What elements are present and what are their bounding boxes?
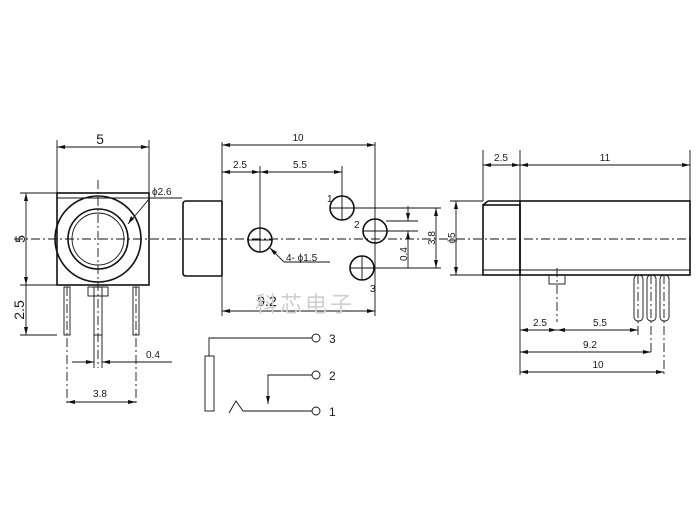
front-height-label: 5: [12, 235, 28, 243]
front-width-label: 5: [96, 131, 104, 147]
footprint-body-outline: [182, 200, 222, 277]
terminal-1-label: 1: [329, 405, 336, 419]
front-pin-tab: [87, 286, 109, 297]
footprint-pin-2-label: 2: [354, 220, 360, 231]
terminal-2-label: 2: [329, 369, 336, 383]
side-body: [519, 200, 691, 276]
front-pin-spacing-label: 3.8: [93, 389, 107, 400]
side-pin-a-label: 2.5: [533, 318, 547, 329]
front-pin-offset-label: 2.5: [11, 300, 27, 320]
footprint-small-offset-label: 0.4: [399, 247, 410, 261]
schematic: 3 2 1: [204, 332, 336, 419]
side-pin-b-label: 5.5: [593, 318, 607, 329]
side-body-length-label: 11: [600, 153, 611, 164]
terminal-2: [311, 370, 321, 380]
side-pin-1: [633, 274, 644, 322]
footprint-row-offset-label: 9.2: [257, 293, 277, 309]
footprint-second-offset-label: 5.5: [293, 160, 307, 171]
footprint-pin-1-label: 1: [327, 194, 333, 205]
schematic-switch-lead: [267, 374, 312, 404]
side-pin-2: [646, 274, 657, 322]
footprint-vertical-spacing-label: 3.8: [427, 231, 438, 245]
schematic-tip-lead: [228, 400, 312, 414]
schematic-sleeve-lead: [208, 337, 312, 356]
front-hole-label: ϕ2.6: [152, 187, 172, 198]
footprint-overall-label: 10: [292, 133, 304, 144]
side-pin-3: [659, 274, 670, 322]
front-pin-width-label: 0.4: [146, 350, 160, 361]
side-pin-d-label: 10: [592, 360, 604, 371]
side-pin-c-label: 9.2: [583, 340, 597, 351]
footprint-view: 1 2 3 10 2.5 5.5 9.2 4- ϕ1.5 3.8: [182, 133, 441, 316]
footprint-hole-label: 4- ϕ1.5: [286, 253, 318, 264]
side-front-flange: [482, 204, 521, 276]
side-front-offset-label: 2.5: [494, 153, 508, 164]
footprint-pin-3-label: 3: [370, 284, 376, 295]
front-view: 5 5 2.5 ϕ2.6 0.4 3.8: [11, 131, 694, 405]
watermark: 科芯电子: [255, 292, 355, 317]
side-diameter-label: ϕ5: [447, 232, 458, 244]
side-view: 2.5 11 ϕ5 2.5 5.5 9.2 10: [447, 150, 691, 375]
schematic-sleeve: [204, 355, 215, 412]
terminal-3: [311, 333, 321, 343]
footprint-first-offset-label: 2.5: [233, 160, 247, 171]
terminal-1: [311, 406, 321, 416]
terminal-3-label: 3: [329, 332, 336, 346]
